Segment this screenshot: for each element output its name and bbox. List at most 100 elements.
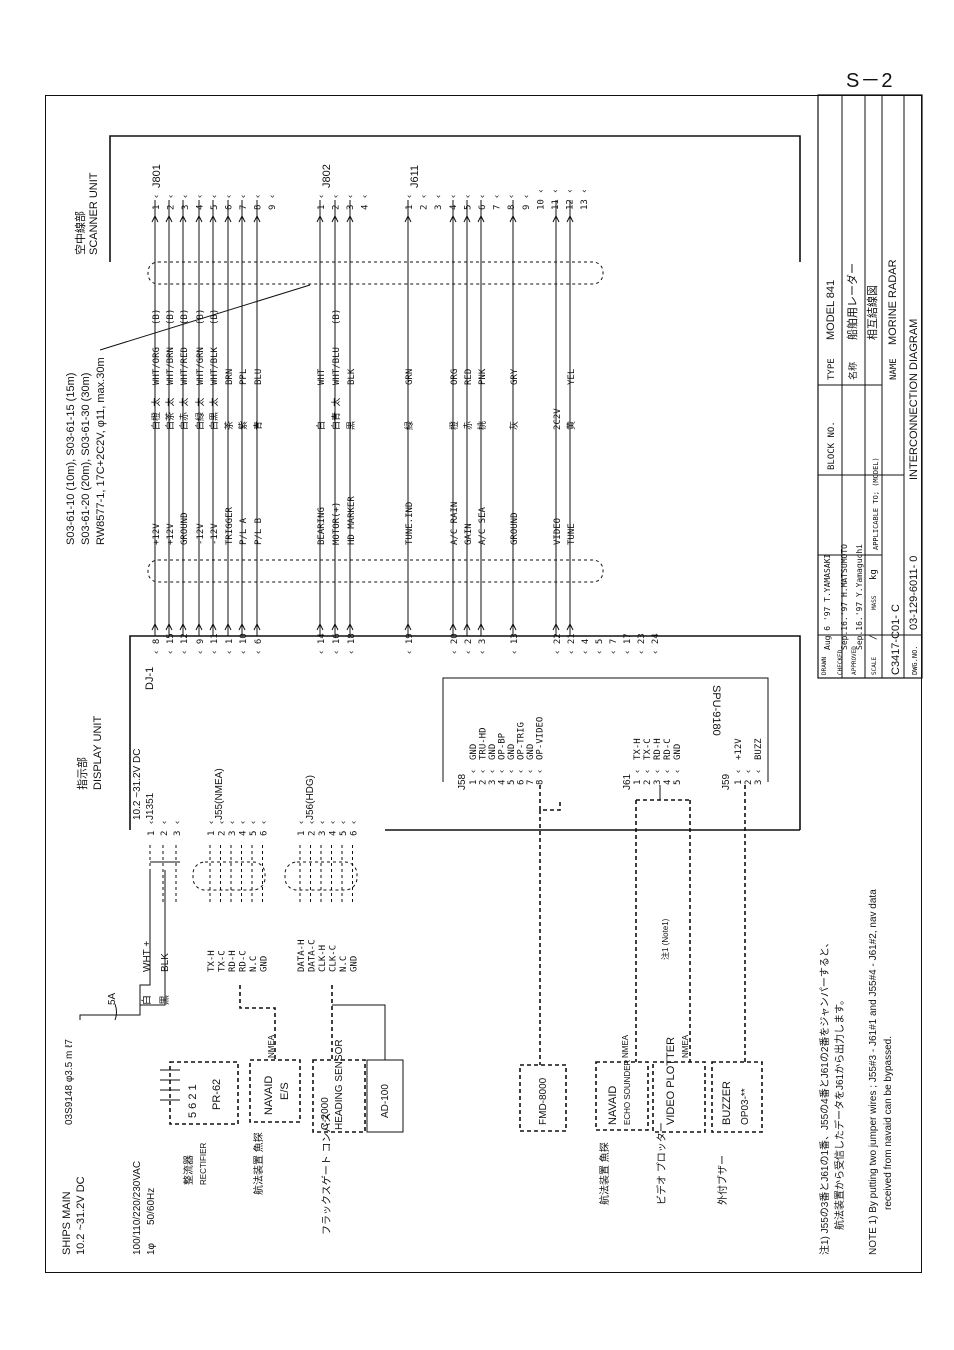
j61-pin: 5 ‹ [673, 769, 683, 785]
signal-name: -12V [196, 523, 206, 545]
heading-label: HEADING SENSOR [334, 1039, 345, 1130]
j58-pin-label: OP-BP [498, 732, 508, 760]
arrow-icon [552, 622, 560, 631]
j55-pin: 6 ‹ [260, 820, 270, 836]
j61-pin-label: TX-C [643, 738, 653, 760]
ships-main-range: 10.2 ~31.2V DC [75, 1176, 87, 1255]
scanner-pin: 3 ‹ [434, 194, 444, 210]
j56-pins: 1 ‹DATA-H2 ‹DATA-C3 ‹CLK-H4 ‹CLK-C5 ‹N.C… [297, 820, 360, 972]
j61-label: J61 [622, 773, 633, 790]
j61-pin: 3 ‹ [653, 769, 663, 785]
navaid2-sub: ECHO SOUNDER [623, 1059, 632, 1125]
spu-label: SPU-9180 [710, 685, 722, 736]
video-plotter-jp: ビデオ プロッター [655, 1122, 668, 1205]
dj1-pin: ‹ 20 [450, 633, 460, 655]
j56-signal: N.C [339, 956, 349, 972]
cable-line1: S03-61-10 (10m), S03-61-15 (15m) [65, 373, 77, 545]
arrow-icon [316, 622, 324, 631]
signal-name: A/C SEA [478, 506, 488, 545]
wire-color-jp: 緑 [403, 421, 415, 430]
drawing-frame [45, 95, 922, 1273]
wire-color-jp: 白黒 太 [208, 398, 220, 430]
dj1-pin: ‹ 12 [180, 633, 190, 655]
wire-color: BRN [225, 369, 235, 385]
j58-pin: 5 ‹ [507, 769, 517, 785]
j55-pin: 3 ‹ [228, 820, 238, 836]
j58-pin-label: GND [488, 744, 498, 760]
j55-signal: RD-C [239, 950, 249, 972]
j61-pin-label: GND [673, 744, 683, 760]
signal-name: A/C RAIN [450, 502, 460, 545]
signal-name: +12V [166, 523, 176, 545]
j58-pin: 2 ‹ [479, 769, 489, 785]
device-navaid-echo: NAVAID ECHO SOUNDER NMEA 航法装置 魚探 [595, 800, 649, 1205]
drawn-value: Aug 6 '97 T.YAMASAKI [823, 553, 832, 650]
j58-pin: 8 ‹ [536, 769, 546, 785]
dj1-pin: ‹ 7 [609, 639, 619, 655]
wire-b-mark: (B) [332, 309, 342, 325]
wire-color-jp: 白茶 太 [164, 398, 176, 430]
signal-name: TUNE.IND [405, 502, 415, 545]
rectifier-jp: 整流器 [182, 1155, 195, 1185]
j61-pin: 1 ‹ [633, 769, 643, 785]
wire-color: WHT/BLK [210, 346, 220, 385]
arrow-icon [509, 214, 517, 223]
ships-main: SHIPS MAIN 10.2 ~31.2V DC 100/110/220/23… [61, 861, 180, 1255]
wire-color: WHT/BRN [166, 347, 176, 385]
j55-shield [192, 861, 266, 891]
wire-color: PNK [478, 368, 488, 385]
applicable-label: APPLICABLE TO; (MODEL) [872, 457, 880, 550]
navaid-es-jp: 航法装置 魚探 [252, 1132, 265, 1195]
type-label: TYPE [827, 358, 837, 380]
wire-color: WHT/ORG [152, 347, 162, 385]
dj1-pin: ‹ 8 [152, 639, 162, 655]
j55-pin: 4 ‹ [239, 820, 249, 836]
j59-pin: 1 ‹ [734, 769, 744, 785]
j611-label: J611 [409, 165, 421, 188]
device-video-plotter: VIDEO PLOTTER NMEA ビデオ プロッター 注1 (Note1) [636, 785, 706, 1205]
dj1-label: DJ-1 [144, 667, 156, 690]
fmd-label: FMD-8000 [538, 1077, 549, 1125]
j58-pin-label: GND [526, 744, 536, 760]
wire-color: PPL [239, 369, 249, 385]
arrow-icon [209, 622, 217, 631]
dj1-pin: ‹ 19 [405, 633, 415, 655]
dj1-pin: ‹ 13 [510, 633, 520, 655]
scanner-pin: 3 ‹ [181, 194, 191, 210]
name-value: MORINE RADAR [887, 259, 899, 345]
signal-name: +12V [152, 523, 162, 545]
j58-pin: 4 ‹ [498, 769, 508, 785]
dj1-pin: ‹ 11 [210, 633, 220, 655]
dj1-pin: ‹ 3 [478, 639, 488, 655]
buzzer-sub: OP03-** [740, 1088, 751, 1125]
navaid-es-label: NAVAID [263, 1076, 275, 1115]
wire-b-mark: (B) [196, 309, 206, 325]
signal-row: ‹ 23 [637, 633, 647, 655]
dj1-pin: ‹ 5 [595, 639, 605, 655]
j59-pin: 2 ‹ [744, 769, 754, 785]
wire-color-jp: 黄 [565, 421, 577, 430]
signal-name: -12V [210, 523, 220, 545]
j55-pins: 1 ‹TX-H2 ‹TX-C3 ‹RD-H4 ‹RD-C5 ‹N.C6 ‹GND [207, 820, 270, 972]
j58-pin-label: OP-TRIG [517, 722, 527, 760]
j58-pin: 7 ‹ [526, 769, 536, 785]
dj1-pin: ‹ 2 [464, 639, 474, 655]
wire-color: WHT/GRN [196, 347, 206, 385]
signal-row: ‹ 5 [595, 639, 605, 655]
j1351-pin: 2 ‹ [160, 820, 170, 836]
wire-color-jp: 茶 [223, 421, 235, 430]
wire-color-jp: 灰 [508, 421, 520, 430]
arrow-icon [224, 622, 232, 631]
j59-label: J59 [721, 773, 732, 790]
j56-pin: 1 ‹ [297, 820, 307, 836]
mass-unit: kg [869, 569, 879, 580]
navaid-es-tag: NMEA [267, 1034, 276, 1058]
